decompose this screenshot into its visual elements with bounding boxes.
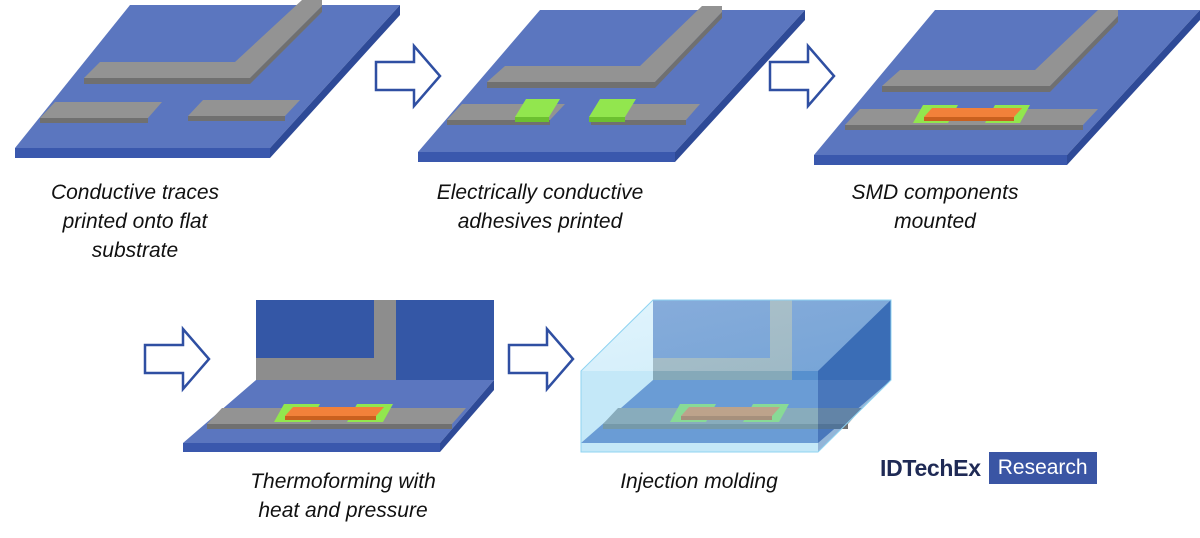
formed-trace-horizontal [256,358,396,380]
step5-caption: Injection molding [590,467,808,496]
logo-brand-text: IDTechEx [880,455,981,481]
substrate-front-edge [183,443,440,452]
trace-right-pad [188,100,300,116]
trace-top [882,10,1118,86]
smd-component-edge [285,416,376,420]
step3-caption-line: mounted [894,210,976,233]
adhesive-left [515,99,560,117]
mold-outline [580,299,892,453]
step5-caption-line: Injection molding [620,470,778,493]
smd-component-edge [681,416,772,420]
step1-caption-line: printed onto flat [62,210,208,233]
substrate-side-edge [270,5,400,158]
trace-left-pad-edge [40,118,148,123]
trace-strip-edge [207,424,452,429]
adhesive-right [589,99,636,117]
step3-caption-line: SMD components [851,181,1019,204]
step4-caption: Thermoforming with heat and pressure [228,467,458,525]
arrow-right-icon [507,325,575,393]
step2-caption-line: adhesives printed [457,210,623,233]
trace-strip-edge [603,424,848,429]
arrow-right-icon [768,42,836,110]
step1-caption-line: Conductive traces [50,181,220,204]
substrate-front-edge [814,155,1067,165]
mold-front [581,371,818,452]
arrow-right-icon [143,325,211,393]
step4-caption-line: Thermoforming with [250,470,436,493]
smd-component [924,108,1022,117]
trace-right-pad-edge [188,116,285,121]
substrate-front-edge [418,152,675,162]
arrow-right-icon [374,42,442,110]
step5-illustration [580,299,892,453]
smd-component [681,407,780,416]
step3-illustration [814,10,1200,165]
step2-illustration [418,6,805,162]
smd-component [285,407,384,416]
step1-caption: Conductive traces printed onto flat subs… [20,178,250,265]
trace-top [487,6,722,82]
step3-caption: SMD components mounted [820,178,1050,236]
mold-top [581,300,891,371]
step2-caption: Electrically conductive adhesives printe… [410,178,670,236]
adhesive-right-edge [589,117,625,122]
idtechex-logo: IDTechEx Research [880,452,1097,484]
substrate-front-edge [15,148,270,158]
substrate-side-edge [1067,10,1200,165]
adhesive-left-edge [515,117,549,122]
trace-strip-edge [845,125,1083,130]
step4-caption-line: heat and pressure [258,499,428,522]
step2-caption-line: Electrically conductive [436,181,644,204]
trace-top [84,0,322,78]
substrate-side-edge [440,380,494,452]
logo-sub-text: Research [988,452,1097,484]
trace-left-pad [40,102,162,118]
step4-illustration [183,300,494,452]
step1-caption-line: substrate [91,239,179,262]
step1-illustration [15,0,400,158]
mold-side [818,300,891,452]
substrate-side-edge [675,10,805,162]
smd-component-edge [924,117,1014,121]
